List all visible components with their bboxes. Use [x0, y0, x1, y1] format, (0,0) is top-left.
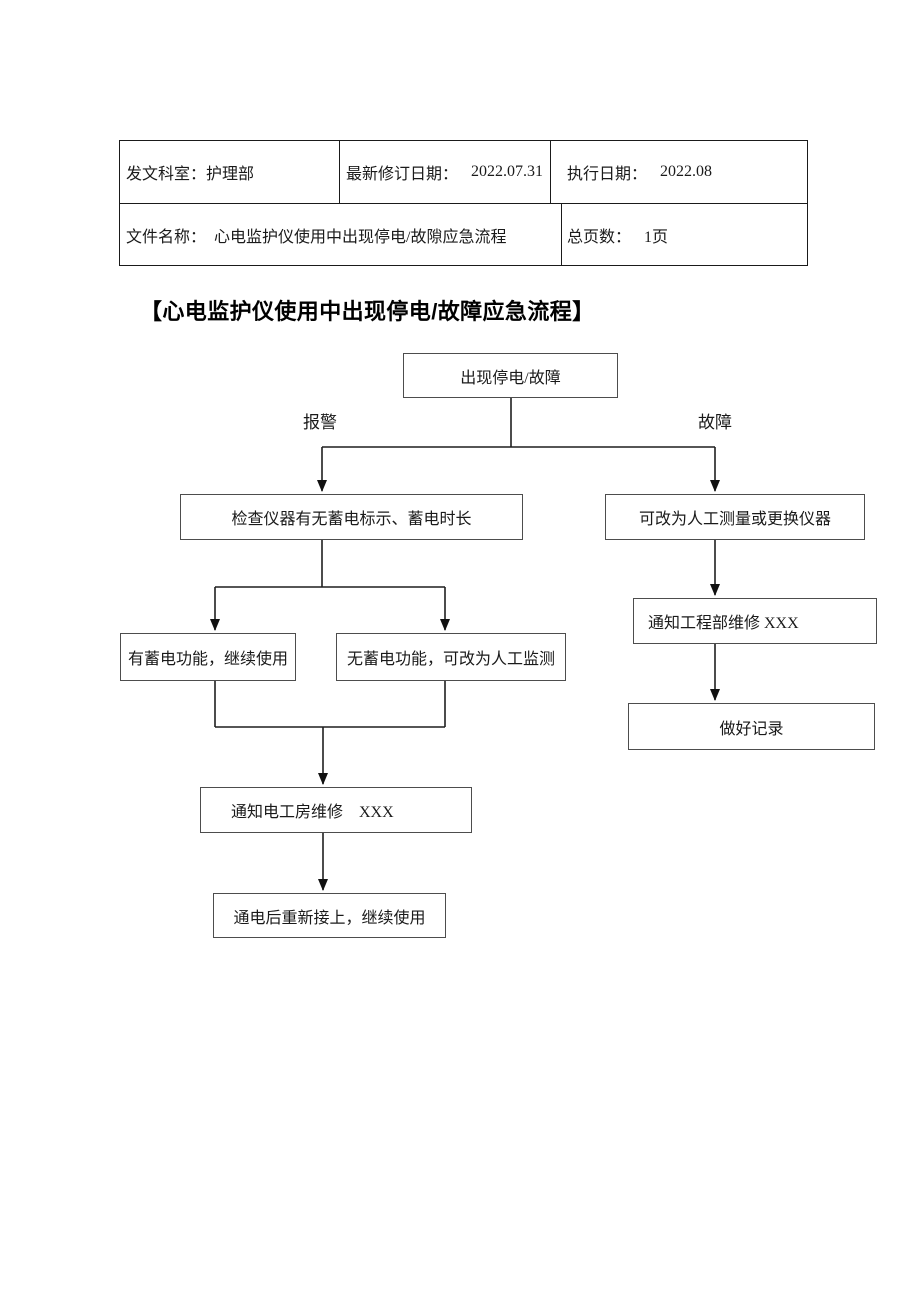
issuing-dept-text: 发文科室：护理部 [126, 166, 255, 183]
branch-label-alarm: 报警 [303, 413, 337, 432]
cell-execution-date: 执行日期： 2022.08 [567, 141, 712, 203]
doc-info-table: 发文科室：护理部 最新修订日期： 2022.07.31 执行日期： 2022.0… [119, 140, 808, 266]
branch-label-fault: 故障 [698, 413, 732, 432]
revision-date-label: 最新修订日期： [346, 166, 459, 183]
page-title: 【心电监护仪使用中出现停电/故障应急流程】 [140, 299, 595, 324]
file-name-label: 文件名称： [126, 228, 207, 246]
flow-node-notify-electric: 通知电工房维修 XXX [200, 787, 472, 833]
cell-total-pages: 总页数： 1页 [567, 204, 668, 265]
cell-issuing-dept: 发文科室：护理部 [126, 141, 254, 203]
total-pages-label: 总页数： [567, 228, 632, 246]
cell-revision-date: 最新修订日期： 2022.07.31 [346, 141, 543, 203]
flow-node-manual-measure: 可改为人工测量或更换仪器 [605, 494, 865, 540]
flow-node-battery-no: 无蓄电功能，可改为人工监测 [336, 633, 566, 681]
flow-node-record: 做好记录 [628, 703, 875, 750]
file-name-value: 心电监护仪使用中出现停电/故隙应急流程 [214, 228, 507, 246]
table-col-divider [550, 141, 551, 203]
revision-date-value: 2022.07.31 [471, 163, 544, 180]
cell-file-name: 文件名称： 心电监护仪使用中出现停电/故隙应急流程 [126, 204, 506, 265]
table-col-divider [339, 141, 340, 203]
total-pages-value: 1页 [644, 228, 669, 246]
execution-date-value: 2022.08 [660, 163, 713, 180]
flow-node-start: 出现停电/故障 [403, 353, 618, 398]
flow-node-reconnect: 通电后重新接上，继续使用 [213, 893, 446, 938]
flow-node-notify-engineering: 通知工程部维修 XXX [633, 598, 877, 644]
flow-node-check-battery: 检查仪器有无蓄电标示、蓄电时长 [180, 494, 523, 540]
table-row-divider [120, 203, 807, 204]
table-col-divider [561, 203, 562, 265]
flow-node-battery-yes: 有蓄电功能，继续使用 [120, 633, 296, 681]
execution-date-label: 执行日期： [567, 166, 648, 183]
